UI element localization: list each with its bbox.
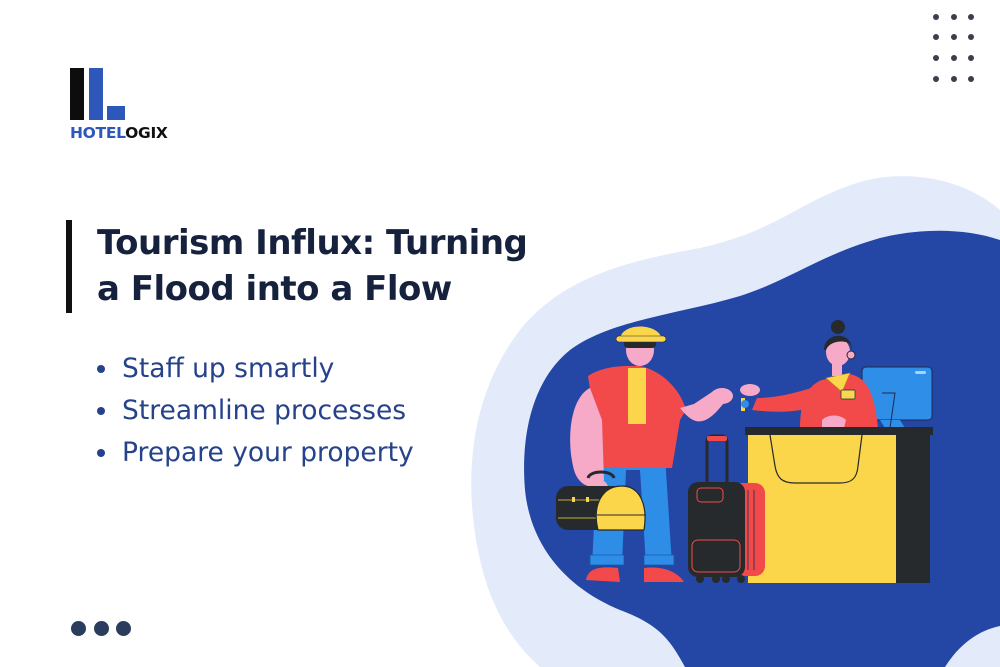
logo-mark-bar-blue — [89, 68, 103, 120]
logo-wordmark: HOTELOGIX — [70, 124, 168, 142]
duffel-bag — [556, 470, 646, 531]
title-accent-bar — [66, 220, 72, 313]
hotelogix-logo: HOTELOGIX — [70, 68, 180, 148]
rolling-suitcase — [688, 434, 765, 583]
dot-grid-decoration — [930, 11, 980, 87]
page-title: Tourism Influx: Turning a Flood into a F… — [97, 220, 617, 312]
title-line-1: Tourism Influx: Turning — [97, 223, 528, 263]
computer-monitor — [861, 366, 933, 429]
guest-figure — [570, 326, 733, 582]
logo-mark-foot — [107, 106, 125, 120]
pager-dot — [71, 621, 86, 636]
list-item: Prepare your property — [96, 432, 414, 474]
title-line-2: a Flood into a Flow — [97, 269, 452, 309]
pager-dot — [116, 621, 131, 636]
tips-list: Staff up smartly Streamline processes Pr… — [96, 348, 414, 474]
pager-dot — [94, 621, 109, 636]
reception-desk — [745, 427, 933, 583]
list-item: Streamline processes — [96, 390, 414, 432]
logo-mark-bar-black — [70, 68, 84, 120]
light-corner-shape — [945, 626, 1000, 667]
list-item: Staff up smartly — [96, 348, 414, 390]
receptionist-figure — [740, 320, 878, 428]
